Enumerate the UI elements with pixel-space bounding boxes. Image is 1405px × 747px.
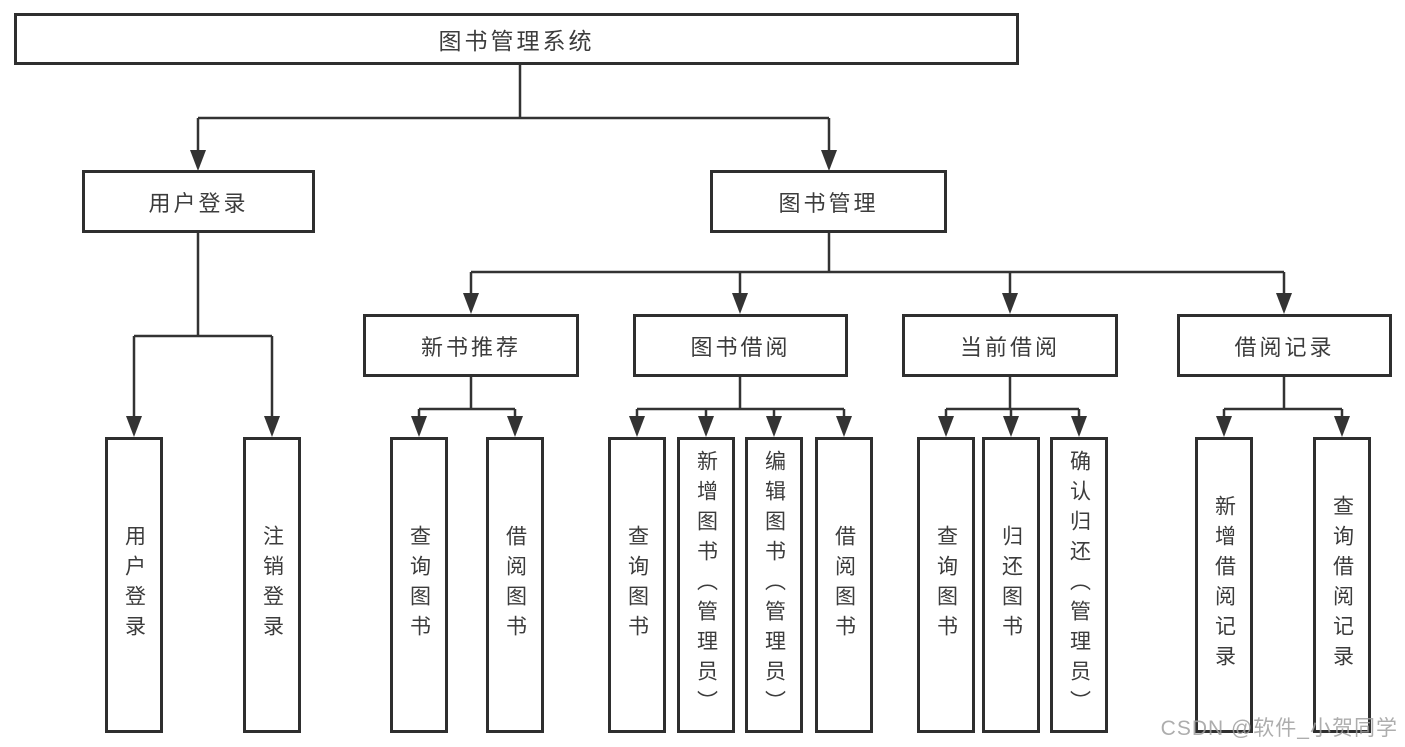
leaf-label: 确认归还（管理员） [1067,450,1091,720]
arrow-down-icon [264,416,280,437]
leaf-label: 借阅图书 [832,525,856,645]
node-root: 图书管理系统 [14,13,1019,65]
arrow-down-icon [1276,293,1292,314]
leaf-label: 用户登录 [122,525,146,645]
arrow-down-icon [1334,416,1350,437]
node-book-management: 图书管理 [710,170,947,233]
node-book-borrow: 图书借阅 [633,314,848,377]
leaf-confirm-return-admin: 确认归还（管理员） [1050,437,1108,733]
arrow-down-icon [411,416,427,437]
arrow-down-icon [698,416,714,437]
leaf-query-books-3: 查询图书 [917,437,975,733]
arrow-down-icon [821,150,837,171]
arrow-down-icon [1216,416,1232,437]
arrow-down-icon [732,293,748,314]
leaf-label: 查询图书 [625,525,649,645]
leaf-label: 注销登录 [260,525,284,645]
leaf-query-books-1: 查询图书 [390,437,448,733]
wire-book-borrow-to-leaves [629,377,852,437]
connector-path [635,377,846,418]
wire-user-login-to-leaves [126,233,280,437]
node-label: 借阅记录 [1234,334,1335,360]
connector-path [944,377,1081,418]
leaf-add-borrow-record: 新增借阅记录 [1195,437,1253,733]
connector-path [132,233,274,418]
arrow-down-icon [1002,293,1018,314]
leaf-edit-books-admin: 编辑图书（管理员） [745,437,803,733]
arrow-down-icon [766,416,782,437]
node-label: 图书借阅 [690,334,791,360]
leaf-add-books-admin: 新增图书（管理员） [677,437,735,733]
wire-root-to-level2 [190,65,837,171]
connector-path [1222,377,1344,418]
arrow-down-icon [629,416,645,437]
connector-path [417,377,517,418]
leaf-borrow-books-2: 借阅图书 [815,437,873,733]
leaf-label: 编辑图书（管理员） [762,450,786,720]
node-new-book-recommend: 新书推荐 [363,314,579,377]
node-user-login: 用户登录 [82,170,315,233]
leaf-label: 查询图书 [407,525,431,645]
arrow-down-icon [1003,416,1019,437]
node-borrow-records: 借阅记录 [1177,314,1392,377]
leaf-label: 查询借阅记录 [1330,495,1354,675]
node-label: 当前借阅 [959,334,1060,360]
wire-new-book-recommend-to-leaves [411,377,523,437]
arrow-down-icon [836,416,852,437]
leaf-label: 新增借阅记录 [1212,495,1236,675]
leaf-user-login: 用户登录 [105,437,163,733]
leaf-label: 新增图书（管理员） [694,450,718,720]
leaf-label: 归还图书 [999,525,1023,645]
node-root-label: 图书管理系统 [438,28,595,54]
wire-current-borrow-to-leaves [938,377,1087,437]
leaf-logout: 注销登录 [243,437,301,733]
arrow-down-icon [938,416,954,437]
node-label: 图书管理 [778,190,879,216]
wire-borrow-records-to-leaves [1216,377,1350,437]
arrow-down-icon [1071,416,1087,437]
connector-path [469,233,1286,295]
csdn-watermark: CSDN @软件_小贺同学 [1160,717,1398,740]
leaf-query-books-2: 查询图书 [608,437,666,733]
node-current-borrow: 当前借阅 [902,314,1118,377]
arrow-down-icon [190,150,206,171]
leaf-label: 查询图书 [934,525,958,645]
leaf-borrow-books-1: 借阅图书 [486,437,544,733]
leaf-query-borrow-record: 查询借阅记录 [1313,437,1371,733]
arrow-down-icon [126,416,142,437]
arrow-down-icon [507,416,523,437]
leaf-label: 借阅图书 [503,525,527,645]
node-label: 新书推荐 [420,334,521,360]
arrow-down-icon [463,293,479,314]
leaf-return-books: 归还图书 [982,437,1040,733]
wire-book-management-to-level3 [463,233,1292,314]
node-label: 用户登录 [148,190,249,216]
connector-path [196,65,831,152]
